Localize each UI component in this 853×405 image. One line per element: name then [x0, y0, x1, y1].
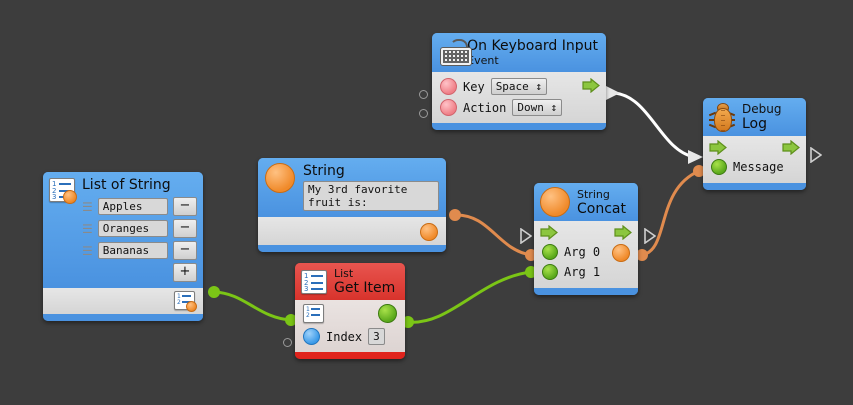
node-title: On Keyboard Input — [467, 38, 598, 54]
list-icon: 1 2 3 — [49, 178, 77, 204]
key-label: Key — [463, 79, 485, 94]
debug-log-exec-out-tri-icon[interactable] — [810, 147, 822, 163]
node-subtitle: String — [577, 187, 610, 201]
node-subtitle: Event — [467, 54, 499, 67]
node-footer — [258, 245, 446, 252]
concat-exec-out-tri-icon[interactable] — [644, 228, 656, 244]
node-header-string-literal[interactable]: String My 3rd favorite fruit is: — [258, 158, 446, 217]
index-external-port[interactable] — [283, 338, 292, 347]
key-external-port[interactable] — [419, 90, 428, 99]
action-label: Action — [463, 100, 507, 115]
node-body-string-literal — [258, 217, 446, 245]
index-input-port[interactable] — [303, 328, 320, 345]
arg0-input-port[interactable] — [542, 244, 558, 260]
wire-endpoint-literal-out — [449, 209, 461, 221]
arg0-label: Arg 0 — [564, 245, 601, 259]
string-orb-icon — [265, 163, 295, 193]
bug-icon — [708, 102, 736, 132]
node-title: Concat — [577, 200, 626, 217]
list-icon: 1 2 3 — [301, 269, 327, 294]
node-subtitle: List — [334, 267, 354, 280]
concat-exec-in-tri-icon[interactable] — [520, 228, 532, 244]
node-header-debug-log[interactable]: Debug Log — [703, 98, 806, 136]
list-items: ☰ Apples − ☰ Oranges − ☰ Bananas − — [82, 197, 197, 282]
add-item-button[interactable]: + — [173, 263, 197, 282]
node-title: String — [303, 163, 345, 179]
concat-output-port[interactable] — [612, 244, 630, 262]
wire-getitem-to-arg1 — [407, 270, 532, 324]
list-item-input[interactable]: Bananas — [97, 242, 168, 259]
node-list-get-item[interactable]: 1 2 3 List Get Item 1 2 Index — [295, 263, 405, 359]
remove-item-button[interactable]: − — [173, 219, 197, 238]
remove-item-button[interactable]: − — [173, 241, 197, 260]
list-item[interactable]: ☰ Oranges − — [82, 219, 197, 238]
node-subtitle: Debug — [742, 101, 782, 116]
exec-out-arrow-icon[interactable] — [782, 140, 800, 155]
keyboard-icon — [440, 38, 472, 67]
exec-out-arrow-icon[interactable] — [582, 78, 600, 93]
node-header-on-keyboard-input[interactable]: On Keyboard Input Event — [432, 33, 606, 72]
drag-handle-icon[interactable]: ☰ — [82, 243, 93, 258]
exec-out-arrow-icon[interactable] — [614, 225, 632, 240]
port-row-action[interactable]: Action Down ↕ — [432, 97, 606, 118]
action-dropdown[interactable]: Down ↕ — [512, 99, 563, 116]
key-dropdown[interactable]: Space ↕ — [490, 78, 548, 95]
index-label: Index — [326, 329, 363, 344]
node-string-literal[interactable]: String My 3rd favorite fruit is: — [258, 158, 446, 252]
node-body-debug-log: Message — [703, 136, 806, 183]
port-row-arg0[interactable]: Arg 0 — [534, 242, 638, 262]
port-row-message[interactable]: Message — [703, 157, 806, 177]
list-item-input[interactable]: Apples — [97, 198, 168, 215]
node-title: List of String — [82, 177, 171, 193]
list-item[interactable]: ☰ Bananas − — [82, 241, 197, 260]
node-footer — [295, 352, 405, 359]
item-output-port[interactable] — [378, 304, 397, 323]
list-output-port-icon[interactable]: 1 2 — [174, 291, 197, 312]
string-value-input[interactable]: My 3rd favorite fruit is: — [303, 181, 439, 211]
wire-exec-arrowhead-in — [688, 150, 703, 164]
node-title: Log — [742, 115, 768, 132]
list-item[interactable]: ☰ Apples − — [82, 197, 197, 216]
node-header-string-concat[interactable]: String Concat — [534, 183, 638, 221]
node-footer — [43, 314, 203, 321]
message-label: Message — [733, 160, 784, 174]
wire-endpoint-list-out — [208, 286, 220, 298]
node-footer — [703, 183, 806, 190]
message-input-port[interactable] — [711, 159, 727, 175]
key-input-port[interactable] — [440, 78, 457, 95]
node-list-of-string[interactable]: 1 2 3 List of String ☰ Apples − ☰ — [43, 172, 203, 321]
drag-handle-icon[interactable]: ☰ — [82, 221, 93, 236]
string-output-port[interactable] — [420, 223, 438, 241]
node-on-keyboard-input[interactable]: On Keyboard Input Event Key Space ↕ Acti… — [432, 33, 606, 130]
remove-item-button[interactable]: − — [173, 197, 197, 216]
node-title: Get Item — [334, 280, 396, 296]
port-row-key[interactable]: Key Space ↕ — [432, 76, 606, 97]
node-body-list-get-item: 1 2 Index 3 — [295, 300, 405, 352]
drag-handle-icon[interactable]: ☰ — [82, 199, 93, 214]
string-orb-icon — [540, 187, 570, 217]
port-row-arg1[interactable]: Arg 1 — [534, 262, 638, 282]
wire-exec-keyboard-to-log — [613, 91, 695, 159]
node-body-string-concat: Arg 0 Arg 1 — [534, 221, 638, 288]
action-input-port[interactable] — [440, 99, 457, 116]
node-string-concat[interactable]: String Concat Arg 0 Arg 1 — [534, 183, 638, 295]
arg1-label: Arg 1 — [564, 265, 601, 279]
action-external-port[interactable] — [419, 109, 428, 118]
node-header-list-get-item[interactable]: 1 2 3 List Get Item — [295, 263, 405, 300]
index-value-input[interactable]: 3 — [368, 328, 385, 345]
list-item-input[interactable]: Oranges — [97, 220, 168, 237]
node-header-list-of-string[interactable]: 1 2 3 List of String ☰ Apples − ☰ — [43, 172, 203, 288]
wire-exec-arrowhead-out — [606, 86, 620, 100]
exec-in-arrow-icon[interactable] — [709, 140, 727, 155]
port-row-index[interactable]: Index 3 — [295, 326, 405, 347]
exec-in-arrow-icon[interactable] — [540, 225, 558, 240]
node-debug-log[interactable]: Debug Log Message — [703, 98, 806, 190]
node-body-on-keyboard-input: Key Space ↕ Action Down ↕ — [432, 72, 606, 123]
arg1-input-port[interactable] — [542, 264, 558, 280]
list-input-port-icon[interactable]: 1 2 — [303, 304, 324, 323]
node-footer — [432, 123, 606, 130]
node-footer — [534, 288, 638, 295]
wire-list-to-getitem — [213, 290, 292, 322]
node-body-list-of-string: 1 2 — [43, 288, 203, 314]
